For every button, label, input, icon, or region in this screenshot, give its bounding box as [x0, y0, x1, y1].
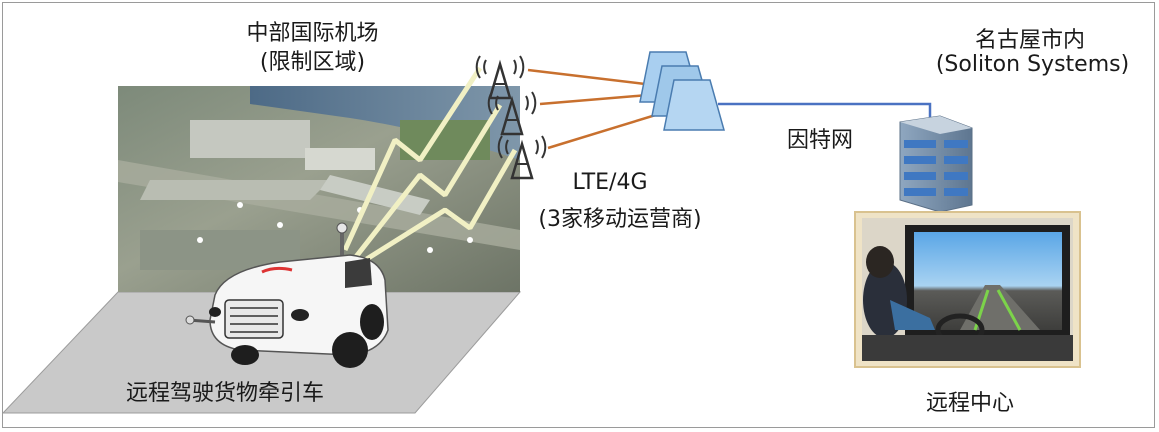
network-type-label: LTE/4G: [572, 170, 648, 195]
airport-zone-label: (限制区域): [259, 50, 366, 75]
network-carriers-label: (3家移动运营商): [538, 207, 702, 232]
cell-tower-2: [487, 91, 537, 136]
internet-link: [718, 102, 932, 122]
signal-bolt-1: [342, 66, 483, 252]
tow-tractor-vehicle: [185, 222, 389, 368]
signal-bolt-3: [360, 148, 518, 265]
vehicle-label: 远程驾驶货物牵引车: [125, 381, 324, 406]
airport-name-label: 中部国际机场: [246, 21, 379, 46]
radio-link-1: [527, 68, 646, 86]
radio-link-2: [539, 92, 661, 106]
remote-center-photo: [854, 211, 1081, 368]
internet-label: 因特网: [786, 128, 853, 153]
city-name-label: 名古屋市内: [974, 28, 1085, 53]
signal-bolt-2: [353, 103, 503, 260]
company-label: (Soliton Systems): [935, 52, 1130, 77]
router-3: [663, 79, 725, 131]
cell-tower-3: [497, 135, 547, 180]
router-stack: [639, 51, 725, 131]
cell-tower-1: [475, 55, 525, 100]
airport-aerial-photo: [118, 86, 520, 292]
server-building-icon: [899, 115, 973, 213]
signal-bolts: [342, 66, 518, 265]
remote-center-label: 远程中心: [925, 391, 1014, 416]
